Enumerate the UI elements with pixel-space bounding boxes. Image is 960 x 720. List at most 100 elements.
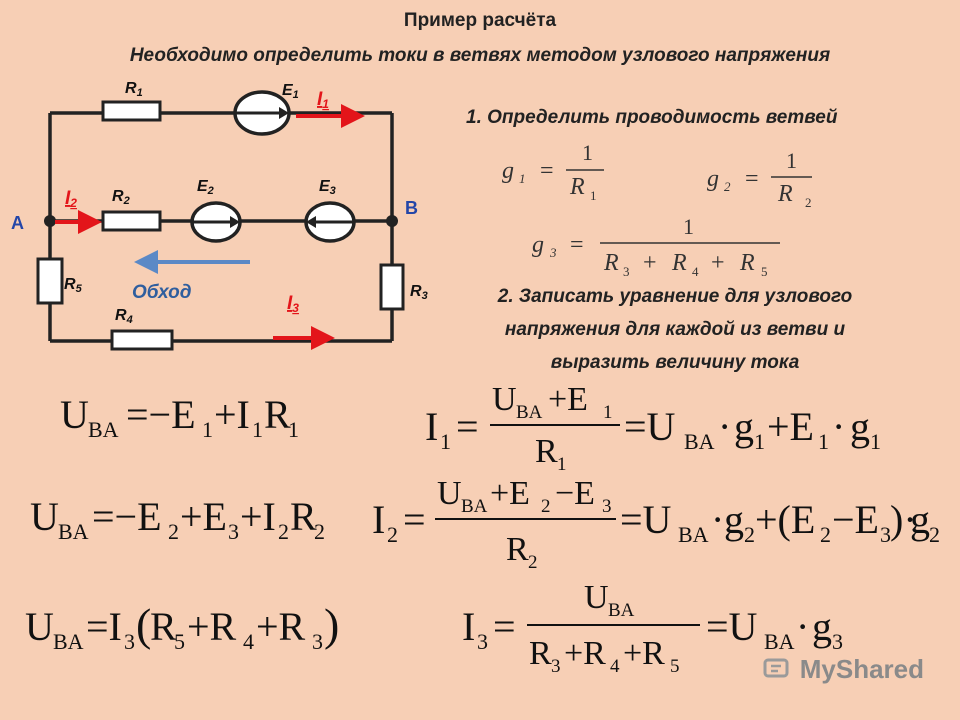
- svg-text:R: R: [290, 494, 317, 539]
- svg-text:1: 1: [440, 429, 451, 454]
- step-1-text: 1. Определить проводимость ветвей: [466, 107, 838, 128]
- svg-text:2: 2: [724, 179, 731, 194]
- svg-text:+R: +R: [623, 635, 665, 672]
- svg-text:BA: BA: [461, 496, 488, 517]
- svg-text:2: 2: [805, 195, 812, 210]
- svg-text:BA: BA: [88, 417, 119, 442]
- svg-text:1: 1: [519, 171, 526, 186]
- svg-text:R: R: [264, 392, 291, 437]
- equation-uba-1: U BA =−E 1 +I 1 R 1: [60, 392, 299, 442]
- svg-text:): ): [324, 599, 339, 650]
- svg-text:5: 5: [670, 656, 680, 677]
- svg-text:=: =: [745, 166, 759, 192]
- svg-text:U: U: [30, 494, 59, 539]
- svg-text:1: 1: [786, 148, 797, 173]
- equation-i1: I 1 = U BA +E 1 R 1 =U BA · g 1 +E 1 · g…: [425, 381, 881, 475]
- svg-text:3: 3: [623, 264, 630, 279]
- svg-text:=: =: [403, 497, 426, 542]
- svg-text:3: 3: [880, 522, 891, 547]
- svg-text:+E: +E: [180, 494, 227, 539]
- svg-text:=U: =U: [620, 497, 672, 542]
- formula-g2: g 2 = 1 R 2: [707, 148, 812, 210]
- svg-text:+R: +R: [256, 604, 306, 649]
- node-a-dot: [44, 215, 56, 227]
- svg-text:R: R: [535, 433, 558, 470]
- svg-text:3: 3: [602, 496, 612, 517]
- svg-text:)·: )·: [890, 497, 917, 542]
- node-b-dot: [386, 215, 398, 227]
- svg-text:+I: +I: [214, 392, 250, 437]
- svg-text:5: 5: [761, 264, 768, 279]
- svg-text:−E: −E: [555, 475, 595, 512]
- svg-text:4: 4: [692, 264, 699, 279]
- svg-text:R: R: [529, 635, 552, 672]
- svg-text:2: 2: [387, 522, 398, 547]
- svg-text:3: 3: [228, 519, 239, 544]
- svg-text:I: I: [372, 497, 385, 542]
- equation-uba-3: U BA =I 3 ( R 5 +R 4 +R 3 ): [25, 599, 339, 654]
- svg-text:·: ·: [718, 404, 731, 449]
- svg-text:BA: BA: [684, 429, 715, 454]
- svg-text:=: =: [493, 604, 516, 649]
- svg-text:·: ·: [796, 604, 809, 649]
- svg-text:3: 3: [551, 656, 561, 677]
- page-title: Пример расчёта: [403, 10, 557, 31]
- svg-text:g: g: [910, 497, 930, 542]
- resistor-r3: [379, 263, 405, 311]
- svg-text:2: 2: [541, 496, 551, 517]
- resistor-r4: [110, 329, 174, 351]
- resistor-r1: [101, 100, 162, 122]
- svg-text:BA: BA: [58, 519, 89, 544]
- equation-i3: I 3 = U BA R 3 +R 4 +R 5 =U BA · g 3: [462, 579, 843, 677]
- formula-g1: g 1 = 1 R 1: [502, 140, 604, 203]
- formula-g3: g 3 = 1 R 3 + R 4 + R 5: [532, 214, 780, 279]
- svg-text:g: g: [502, 158, 514, 184]
- svg-text:g: g: [812, 604, 832, 649]
- svg-text:=−E: =−E: [126, 392, 196, 437]
- svg-text:3: 3: [549, 245, 557, 260]
- svg-text:2: 2: [528, 552, 538, 573]
- svg-text:3: 3: [832, 629, 843, 654]
- svg-text:+: +: [711, 250, 725, 276]
- svg-text:(: (: [136, 599, 151, 650]
- svg-text:R: R: [671, 250, 687, 276]
- svg-text:1: 1: [683, 214, 694, 239]
- mystared-logo-icon: [763, 658, 788, 678]
- svg-text:+E: +E: [490, 475, 530, 512]
- svg-text:U: U: [437, 475, 462, 512]
- svg-text:I: I: [462, 604, 475, 649]
- svg-text:1: 1: [590, 188, 597, 203]
- svg-text:2: 2: [314, 519, 325, 544]
- svg-text:4: 4: [610, 656, 620, 677]
- svg-text:I: I: [425, 404, 438, 449]
- svg-text:2: 2: [168, 519, 179, 544]
- step-2-line-3: выразить величину тока: [550, 352, 800, 373]
- svg-text:·: ·: [711, 497, 724, 542]
- step-2-line-1: 2. Записать уравнение для узлового: [497, 286, 853, 307]
- svg-text:1: 1: [202, 417, 213, 442]
- svg-text:=: =: [570, 232, 584, 258]
- svg-text:1: 1: [754, 429, 765, 454]
- svg-text:=−E: =−E: [92, 494, 162, 539]
- svg-text:g: g: [850, 404, 870, 449]
- svg-text:4: 4: [243, 629, 254, 654]
- svg-text:3: 3: [477, 629, 488, 654]
- svg-text:=: =: [456, 404, 479, 449]
- svg-text:+E: +E: [548, 381, 588, 418]
- resistor-r5: [36, 257, 64, 305]
- svg-text:+I: +I: [240, 494, 276, 539]
- svg-text:=U: =U: [706, 604, 758, 649]
- step-2-line-2: напряжения для каждой из ветви и: [504, 319, 846, 340]
- label-bypass: Обход: [132, 282, 192, 303]
- page-subtitle: Необходимо определить токи в ветвях мето…: [129, 45, 831, 66]
- svg-text:1: 1: [288, 417, 299, 442]
- svg-text:g: g: [724, 497, 744, 542]
- svg-text:R: R: [739, 250, 755, 276]
- equation-i2: I 2 = U BA +E 2 −E 3 R 2 =U BA · g 2 +(E…: [372, 475, 940, 573]
- svg-text:5: 5: [174, 629, 185, 654]
- svg-text:BA: BA: [516, 402, 543, 423]
- equation-uba-2: U BA =−E 2 +E 3 +I 2 R 2: [30, 494, 325, 544]
